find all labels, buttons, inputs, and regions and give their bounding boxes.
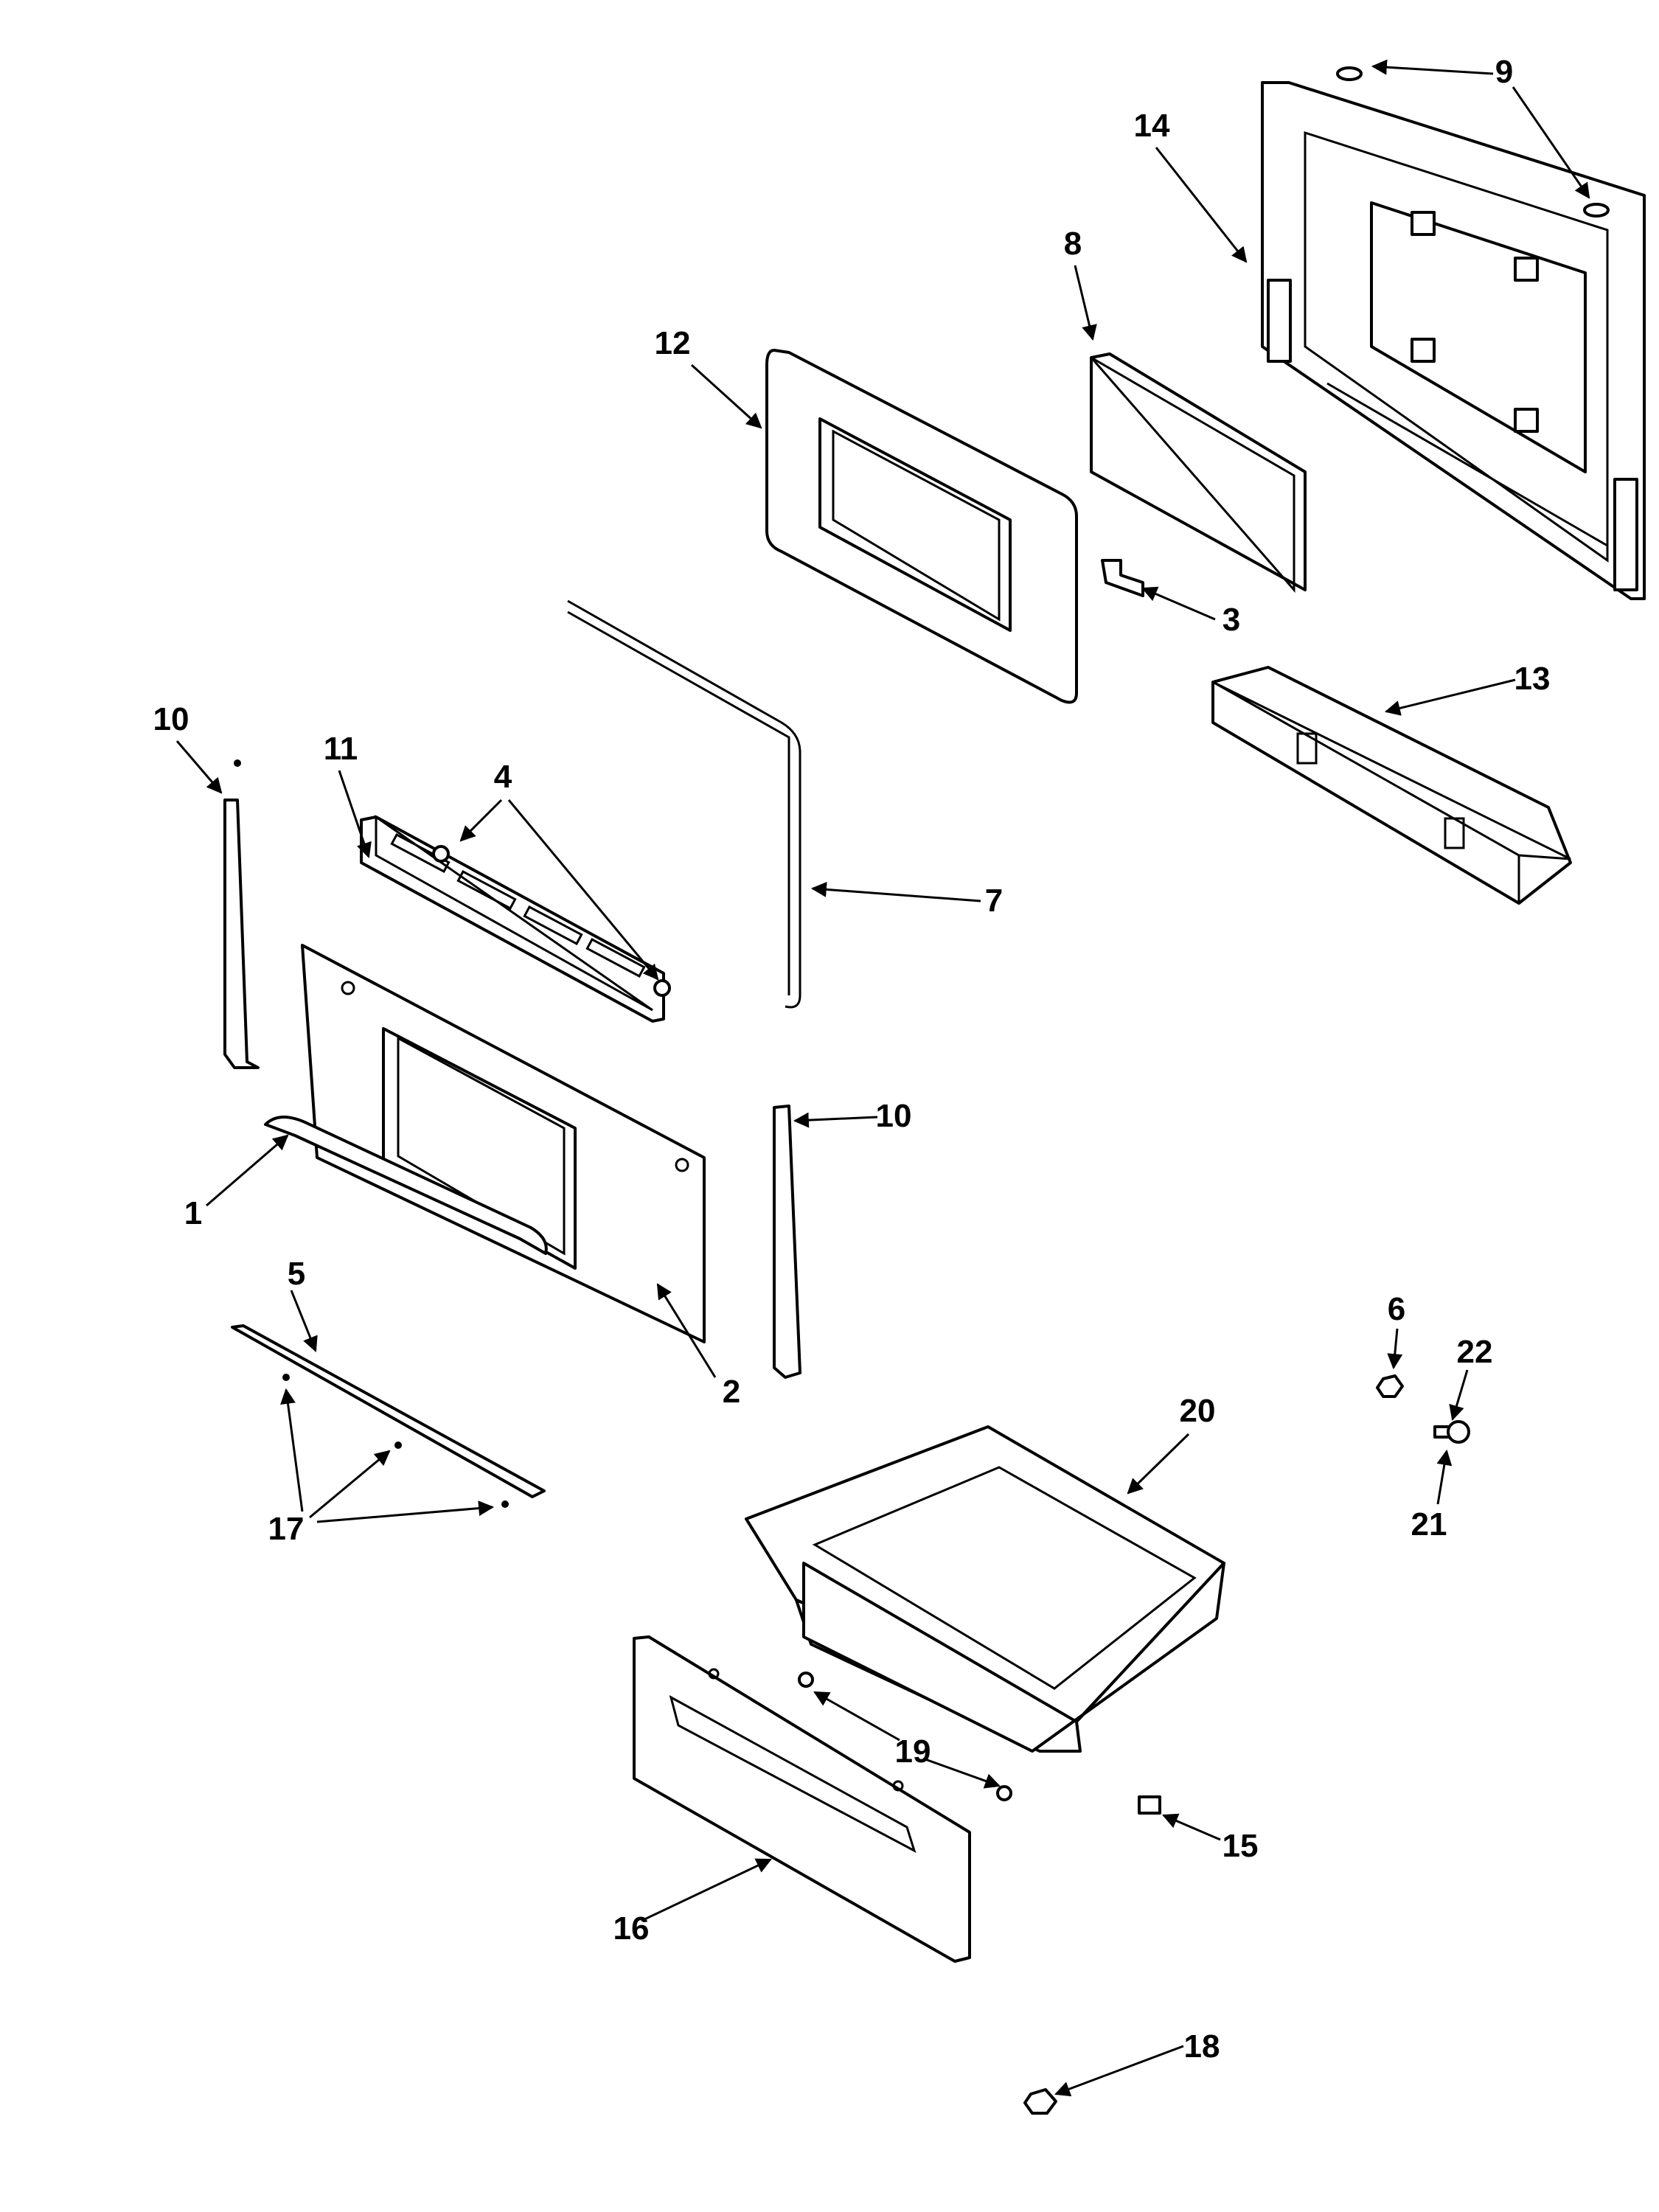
part-21-22-stud-washer [1433,1420,1470,1444]
part-12-window-frame [765,349,1078,704]
part-1-door-handle [264,1116,548,1255]
callout-22: 22 [1457,1334,1493,1370]
callout-10-left: 10 [153,701,189,737]
part-7-door-gasket [567,599,801,1009]
part-18-nut [1023,2088,1057,2115]
part-10-right-hinge [773,1105,801,1379]
callout-11: 11 [324,731,358,767]
callout-6: 6 [1388,1291,1405,1327]
leader-lines [175,59,1590,2097]
part-11-vent-bracket [360,815,665,1023]
callout-17: 17 [268,1511,305,1547]
callout-3: 3 [1222,602,1240,638]
callout-12: 12 [655,325,691,361]
part-16-drawer-front [633,1635,971,1963]
callout-19: 19 [895,1733,931,1770]
callout-5: 5 [288,1256,305,1292]
part-3-bracket [1101,559,1144,597]
part-9-screws [1336,66,1610,218]
part-2-outer-door-panel [301,944,706,1343]
callout-13: 13 [1514,661,1551,697]
callout-21: 21 [1411,1506,1447,1543]
callout-1: 1 [184,1195,202,1231]
part-15-spacer [1138,1795,1161,1815]
callout-7: 7 [985,883,1003,919]
part-17-screws [282,1374,509,1508]
part-8-insulation-pack [1090,352,1307,593]
callout-15: 15 [1222,1828,1259,1864]
callout-9: 9 [1495,54,1513,90]
part-20-storage-drawer [745,1425,1225,1753]
callout-20: 20 [1180,1393,1216,1429]
part-14-inner-door-panel [1261,81,1646,600]
part-6-nut [1376,1374,1404,1398]
callout-labels: 9 14 8 12 3 13 10 11 4 7 10 1 5 2 6 22 2… [153,54,1551,2065]
callout-2: 2 [723,1374,740,1410]
callout-14: 14 [1134,108,1170,144]
part-5-bottom-trim [231,1324,546,1498]
callout-8: 8 [1064,226,1082,262]
part-4-screws [432,845,671,997]
callout-10-right: 10 [876,1098,912,1134]
callout-18: 18 [1184,2028,1220,2065]
part-13-vent-trim [1211,666,1572,905]
callout-4: 4 [494,759,512,795]
part-10-left-hinge [223,759,260,1069]
part-19-screws [798,1672,1012,1801]
callout-16: 16 [613,1910,650,1947]
